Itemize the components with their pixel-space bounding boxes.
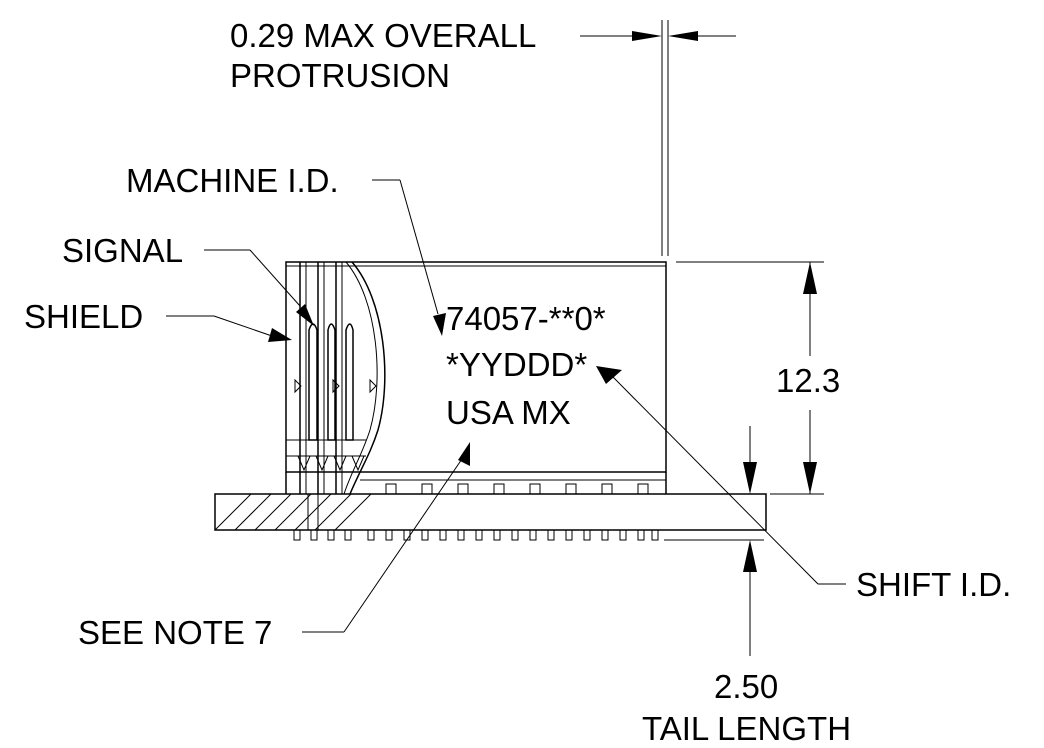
shield-leader [166, 315, 292, 342]
height-dimension [676, 261, 824, 495]
shift-id-leader [596, 366, 846, 585]
height-dimension-value: 12.3 [776, 362, 840, 399]
see-note-label: SEE NOTE 7 [78, 614, 272, 651]
marking-date-code: *YYDDD* [446, 346, 587, 383]
see-note-leader [302, 442, 470, 633]
marking-country: USA MX [446, 394, 571, 431]
protrusion-dimension [580, 20, 736, 256]
connector-housing [285, 261, 667, 495]
shift-id-label: SHIFT I.D. [856, 566, 1011, 603]
signal-leader [204, 249, 314, 326]
pcb-board [214, 493, 767, 531]
signal-label: SIGNAL [62, 232, 183, 269]
tail-pins [293, 530, 659, 541]
machine-id-leader [372, 179, 446, 336]
tail-length-label: TAIL LENGTH [642, 710, 851, 747]
tail-length-value: 2.50 [714, 668, 778, 705]
machine-id-label: MACHINE I.D. [126, 162, 339, 199]
shield-label: SHIELD [24, 298, 143, 335]
protrusion-label-line2: PROTRUSION [230, 57, 450, 94]
standoff-row [385, 483, 649, 495]
tail-length-dimension [664, 426, 764, 656]
marking-part-number: 74057-**0* [446, 300, 606, 337]
protrusion-label-line1: 0.29 MAX OVERALL [230, 17, 536, 54]
